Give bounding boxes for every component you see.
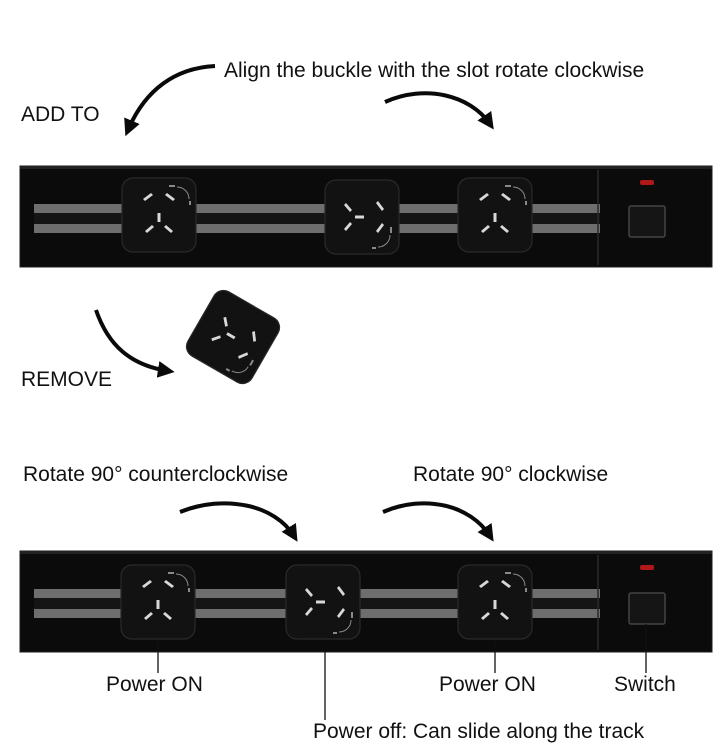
socket-top-1[interactable] (121, 177, 197, 253)
socket-bottom-2[interactable] (285, 564, 361, 640)
loose-socket[interactable] (181, 285, 285, 389)
power-off-label: Power off: Can slide along the track (313, 720, 645, 743)
rotate-cw-label: Rotate 90° clockwise (413, 463, 609, 486)
rotate-cw-arrow-icon (382, 501, 494, 542)
remove-arrow-icon (94, 309, 175, 378)
switch-bottom[interactable] (628, 592, 666, 625)
socket-top-2[interactable] (324, 179, 400, 255)
rotate-clockwise-arrow-icon (384, 91, 494, 130)
add-arrow-icon (124, 64, 216, 137)
socket-top-3[interactable] (457, 177, 533, 253)
rotate-ccw-label: Rotate 90° counterclockwise (23, 463, 289, 486)
socket-bottom-3[interactable] (457, 564, 533, 640)
socket-bottom-1[interactable] (120, 564, 196, 640)
power-on-left-label: Power ON (106, 673, 203, 696)
switch-top[interactable] (628, 205, 666, 238)
power-on-right-label: Power ON (439, 673, 536, 696)
switch-label: Switch (614, 673, 676, 696)
remove-label: REMOVE (21, 368, 113, 391)
rotate-ccw-arrow-icon (179, 501, 298, 542)
add-to-label: ADD TO (21, 103, 100, 126)
instruction-text: Align the buckle with the slot rotate cl… (224, 59, 645, 82)
